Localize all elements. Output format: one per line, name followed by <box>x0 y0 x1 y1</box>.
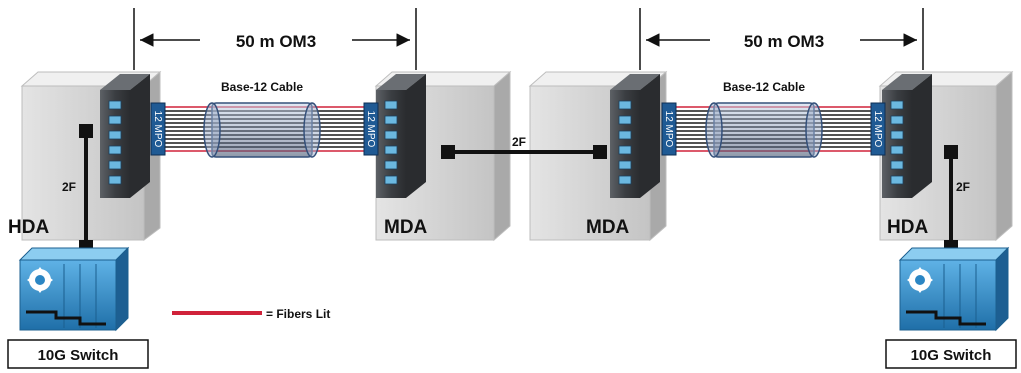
switch-caption-left: 10G Switch <box>7 339 149 369</box>
mpo-label: 12 MPO <box>872 111 883 148</box>
mpo-adapter-mda-right: 12 MPO <box>661 102 677 156</box>
switch-icon <box>907 267 933 293</box>
mpo-label: 12 MPO <box>663 111 674 148</box>
mda-label-right: MDA <box>586 217 630 238</box>
distance-label-right: 50 m OM3 <box>744 32 824 51</box>
cable-sheath-right <box>705 102 823 158</box>
mpo-adapter-hda-right: 12 MPO <box>870 102 886 156</box>
port-column <box>384 100 398 185</box>
switch-caption-right: 10G Switch <box>885 339 1017 369</box>
switch-label-right: 10G Switch <box>911 347 992 364</box>
port <box>108 115 122 125</box>
port <box>618 160 632 170</box>
switch-left <box>18 246 130 332</box>
connection-label: 2F <box>62 180 76 194</box>
patch-panel-mda-left <box>376 74 426 198</box>
hda-label-right: HDA <box>887 217 928 238</box>
connection-label: 2F <box>956 180 970 194</box>
port <box>890 160 904 170</box>
cable-sheath-left <box>203 102 321 158</box>
port <box>618 175 632 185</box>
legend-label: = Fibers Lit <box>266 307 330 321</box>
port <box>108 130 122 140</box>
patch-panel-hda-left <box>100 74 150 198</box>
port-column <box>890 100 904 185</box>
cable-label-right: Base-12 Cable <box>723 80 805 94</box>
mpo-label: 12 MPO <box>152 111 163 148</box>
switch-right <box>898 246 1010 332</box>
port <box>108 145 122 155</box>
connection-mda-mda: 2F <box>441 135 607 159</box>
port <box>618 100 632 110</box>
port <box>890 175 904 185</box>
port <box>618 115 632 125</box>
mpo-adapter-mda-left: 12 MPO <box>363 102 379 156</box>
port <box>890 130 904 140</box>
switch-icon <box>27 267 53 293</box>
port <box>384 130 398 140</box>
dimension-left: 50 m OM3 <box>133 8 417 70</box>
port <box>108 160 122 170</box>
patch-panel-mda-right <box>610 74 660 198</box>
port <box>108 100 122 110</box>
port <box>384 115 398 125</box>
port <box>890 100 904 110</box>
cable-label-left: Base-12 Cable <box>221 80 303 94</box>
port <box>890 145 904 155</box>
port-column <box>108 100 122 185</box>
mpo-label: 12 MPO <box>365 111 376 148</box>
switch-label-left: 10G Switch <box>38 347 119 364</box>
port <box>618 145 632 155</box>
port <box>384 160 398 170</box>
patch-panel-hda-right <box>882 74 932 198</box>
port <box>108 175 122 185</box>
port <box>384 100 398 110</box>
port <box>890 115 904 125</box>
port <box>384 145 398 155</box>
legend: = Fibers Lit <box>172 307 330 321</box>
mda-label-left: MDA <box>384 217 428 238</box>
port <box>384 175 398 185</box>
mpo-adapter-hda-left: 12 MPO <box>150 102 166 156</box>
port-column <box>618 100 632 185</box>
hda-label-left: HDA <box>8 217 49 238</box>
connection-label: 2F <box>512 135 526 149</box>
distance-label-left: 50 m OM3 <box>236 32 316 51</box>
port <box>618 130 632 140</box>
dimension-right: 50 m OM3 <box>639 8 924 70</box>
